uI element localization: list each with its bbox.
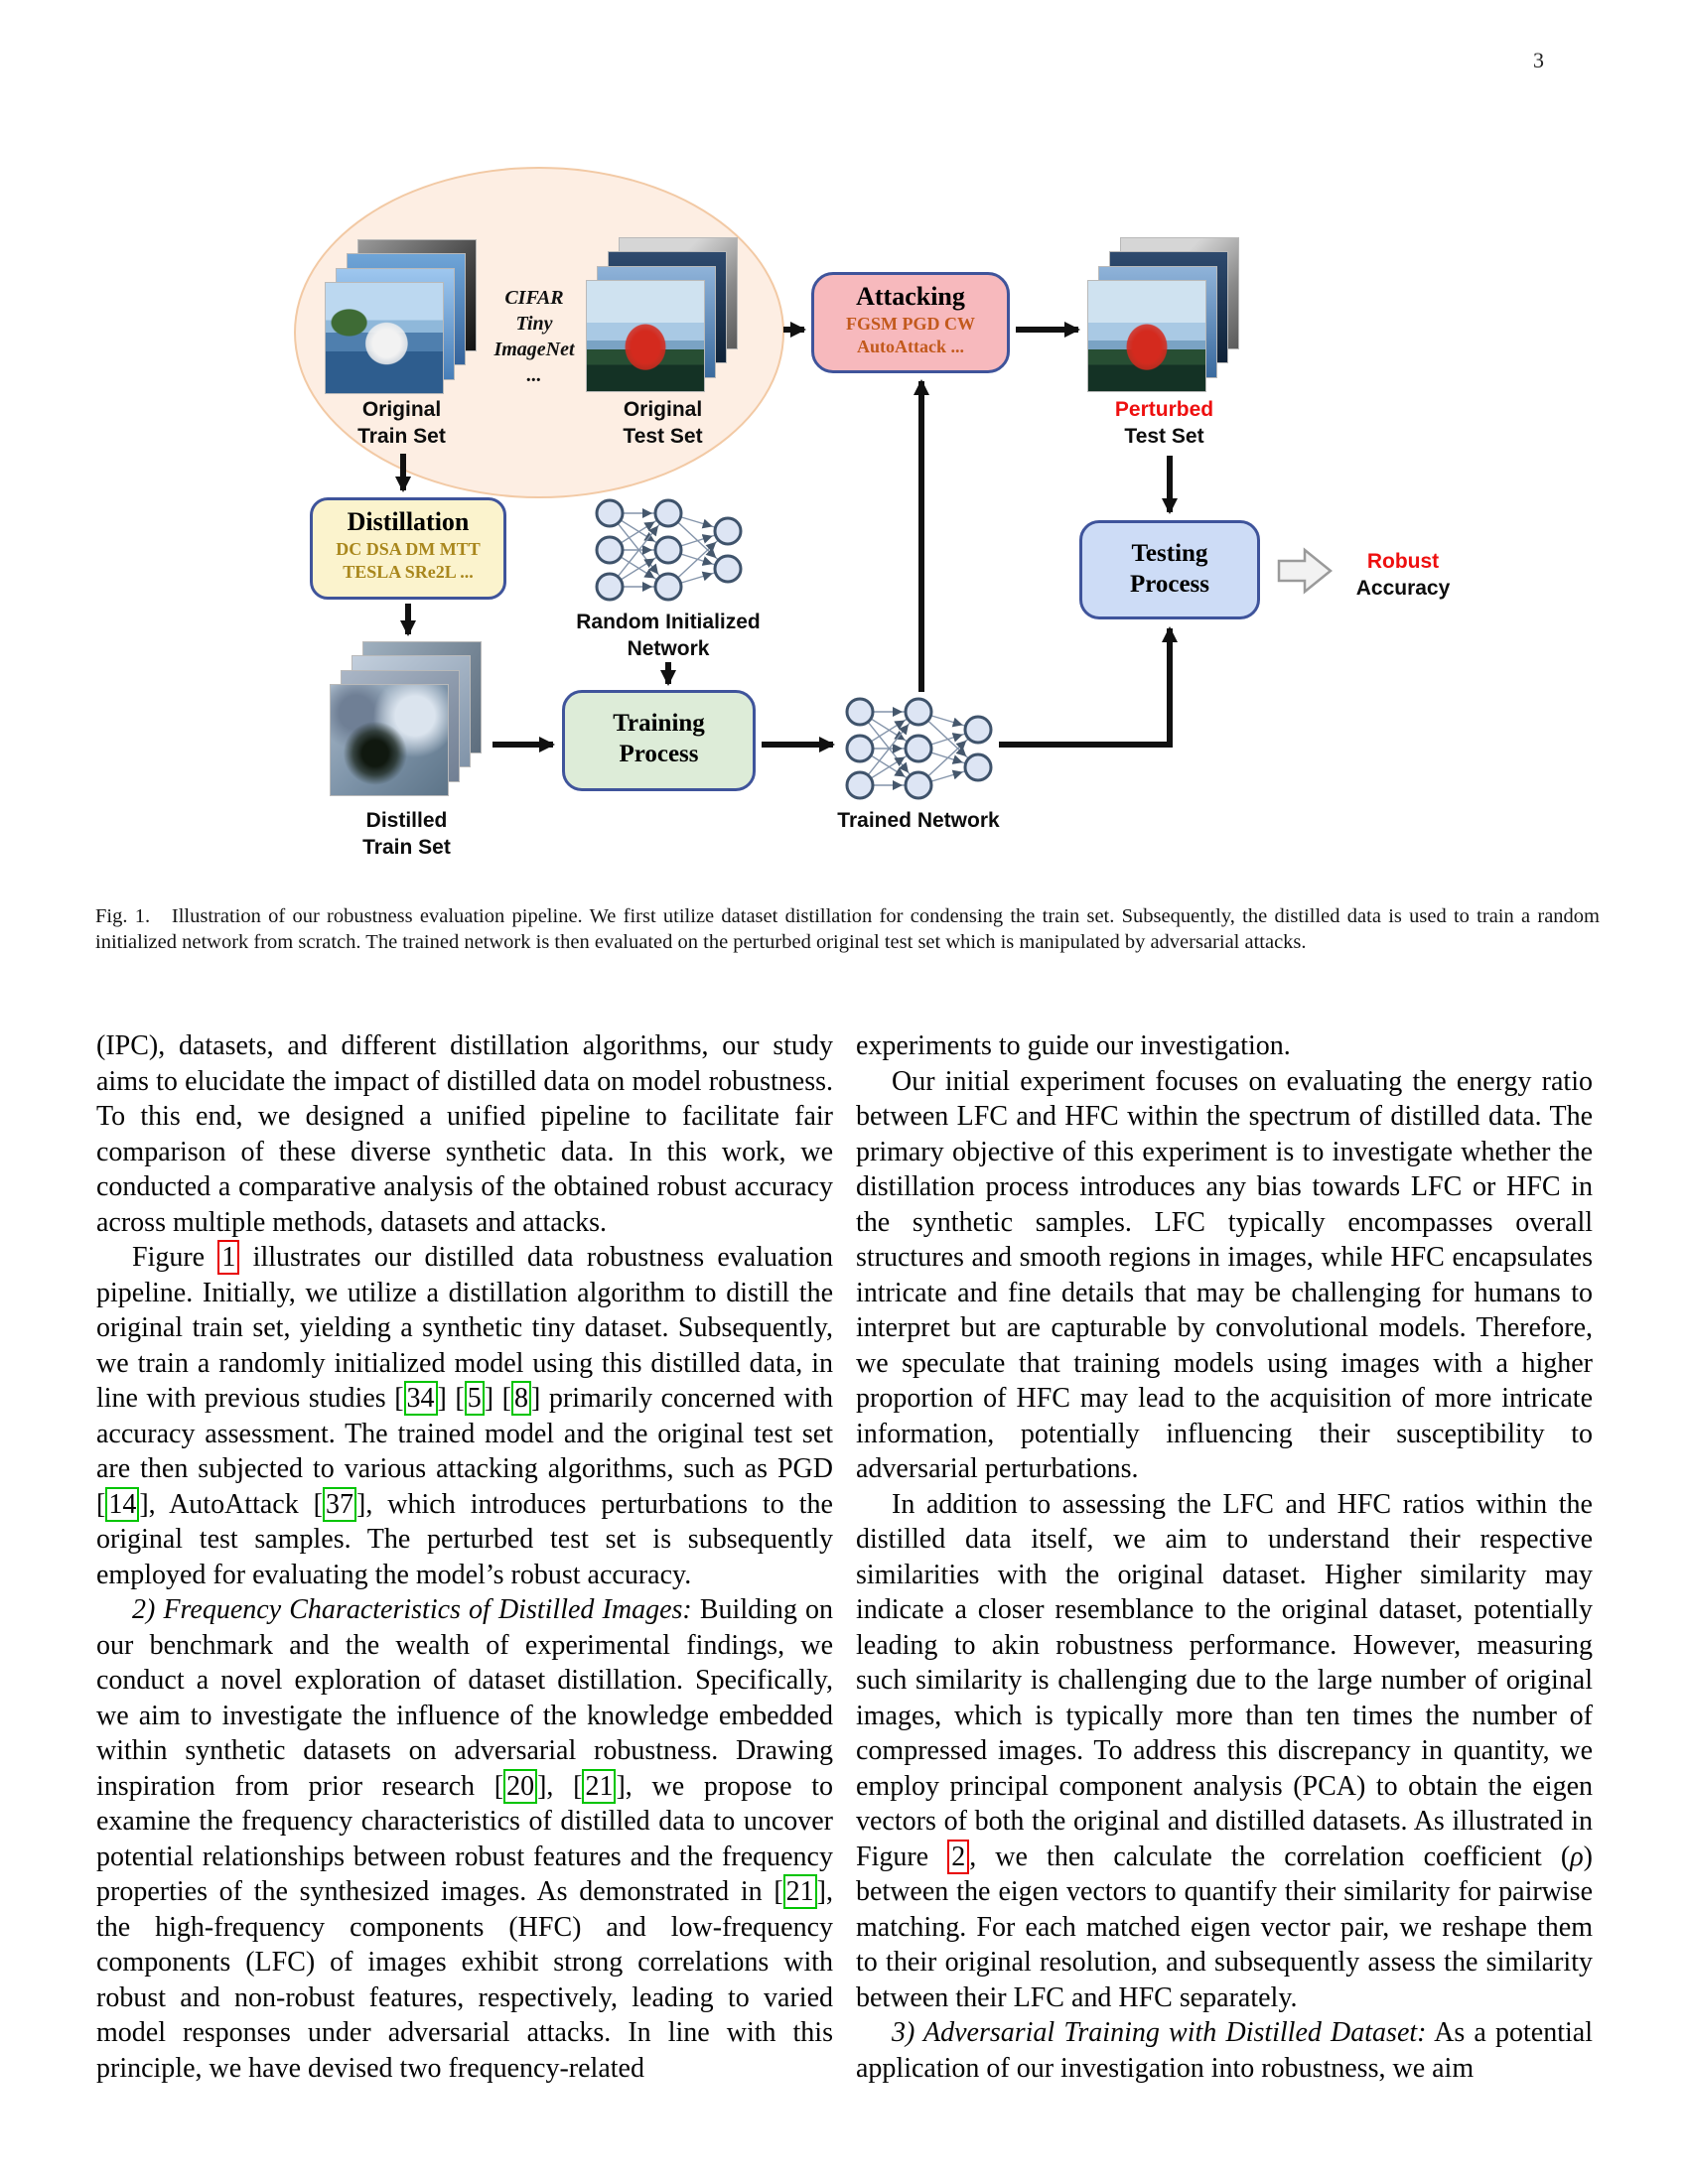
citation-link[interactable]: 34 xyxy=(403,1381,438,1416)
text-segment: ] [ xyxy=(484,1383,511,1414)
paragraph: (IPC), datasets, and different distillat… xyxy=(96,1028,833,1240)
paragraph: 2) Frequency Characteristics of Distille… xyxy=(96,1592,833,2086)
text-segment: ], the high-frequency components (HFC) a… xyxy=(96,1876,833,2084)
robust-accuracy-label: Robust Accuracy xyxy=(1355,550,1451,600)
red-boat-photo xyxy=(586,280,705,392)
distillation-methods-line: TESLA SRe2L ... xyxy=(343,562,474,582)
attacking-title: Attacking xyxy=(856,282,965,311)
original-test-set-stack xyxy=(586,237,740,396)
original-train-set-stack xyxy=(325,239,479,398)
paragraph: experiments to guide our investigation. xyxy=(856,1028,1593,1064)
arrow-trainednet-to-testing xyxy=(999,626,1178,748)
text-segment: (IPC), datasets, and different distillat… xyxy=(96,1030,833,1238)
text-segment: ρ xyxy=(1570,1841,1584,1872)
original-train-set-label: Original Train Set xyxy=(357,398,446,448)
text-segment: ) between the eigen vectors to quantify … xyxy=(856,1841,1593,2013)
text-segment: ] primarily concerned with accuracy asse… xyxy=(96,1383,833,1520)
column-right: experiments to guide our investigation. O… xyxy=(856,1028,1593,2086)
text-segment: As a potential application of our invest… xyxy=(856,2017,1593,2084)
distilled-train-set-stack xyxy=(330,641,484,800)
trained-network-label: Trained Network xyxy=(837,809,1000,832)
original-test-set-label: Original Test Set xyxy=(623,398,703,448)
text-segment: In addition to assessing the LFC and HFC… xyxy=(856,1488,1593,1872)
text-segment: , we then calculate the correlation coef… xyxy=(969,1841,1571,1872)
trained-network-icon xyxy=(845,697,993,800)
perturbed-test-set-stack xyxy=(1087,237,1241,396)
text-segment: ], we propose to examine the frequency c… xyxy=(96,1770,834,1908)
perturbed-test-set-label: Perturbed Test Set xyxy=(1114,398,1214,448)
citation-link[interactable]: 37 xyxy=(323,1486,357,1522)
text-segment: experiments to guide our investigation. xyxy=(856,1030,1291,1061)
column-left: (IPC), datasets, and different distillat… xyxy=(96,1028,833,2086)
distilled-train-set-label: Distilled Train Set xyxy=(362,809,451,859)
attack-methods-line: AutoAttack ... xyxy=(857,337,964,356)
text-segment: ], [ xyxy=(537,1770,583,1802)
distillation-methods-line: DC DSA DM MTT xyxy=(336,539,481,559)
distilled-image xyxy=(330,684,449,796)
text-segment: ], which introduces perturbations to the… xyxy=(96,1488,833,1590)
figure-ref-link[interactable]: 2 xyxy=(947,1839,970,1874)
paragraph: In addition to assessing the LFC and HFC… xyxy=(856,1487,1593,2016)
boat-photo xyxy=(325,282,444,394)
citation-link[interactable]: 21 xyxy=(782,1874,817,1909)
perturbed-red-boat-photo xyxy=(1087,280,1206,392)
figure-ref-link[interactable]: 1 xyxy=(217,1240,240,1275)
block-arrow-icon xyxy=(1277,547,1333,595)
paragraph: Our initial experiment focuses on evalua… xyxy=(856,1064,1593,1487)
citation-link[interactable]: 14 xyxy=(105,1486,140,1522)
figure-caption: Fig. 1. Illustration of our robustness e… xyxy=(95,905,1600,953)
attack-methods-line: FGSM PGD CW xyxy=(846,314,975,334)
text-segment: illustrates our distilled data robustnes… xyxy=(96,1242,833,1414)
text-segment: ] [ xyxy=(437,1383,465,1414)
citation-link[interactable]: 20 xyxy=(503,1768,538,1804)
text-segment: Our initial experiment focuses on evalua… xyxy=(856,1065,1593,1485)
distillation-title: Distillation xyxy=(347,507,470,536)
paragraph: Figure 1 illustrates our distilled data … xyxy=(96,1240,833,1592)
training-process-box: Training Process xyxy=(562,690,756,791)
distillation-box: Distillation DC DSA DM MTT TESLA SRe2L .… xyxy=(310,497,506,600)
citation-link[interactable]: 5 xyxy=(464,1381,485,1416)
text-segment: 2) Frequency Characteristics of Distille… xyxy=(132,1594,692,1625)
figure-1: Original Train Set CIFAR Tiny ImageNet .… xyxy=(0,104,1688,998)
attacking-box: Attacking FGSM PGD CW AutoAttack ... xyxy=(811,272,1010,373)
text-segment: Building on our benchmark and the wealth… xyxy=(96,1594,834,1802)
random-network-label: Random Initialized Network xyxy=(576,611,761,660)
testing-process-box: Testing Process xyxy=(1079,520,1260,619)
text-segment: 3) Adversarial Training with Distilled D… xyxy=(892,2017,1427,2048)
citation-link[interactable]: 21 xyxy=(582,1768,617,1804)
page-number: 3 xyxy=(1533,48,1544,72)
text-segment: Figure xyxy=(132,1242,218,1273)
text-segment: ], AutoAttack [ xyxy=(139,1488,324,1520)
dataset-names-note: CIFAR Tiny ImageNet ... xyxy=(493,287,575,386)
random-network-icon xyxy=(595,498,743,602)
citation-link[interactable]: 8 xyxy=(510,1381,531,1416)
paragraph: 3) Adversarial Training with Distilled D… xyxy=(856,2015,1593,2086)
